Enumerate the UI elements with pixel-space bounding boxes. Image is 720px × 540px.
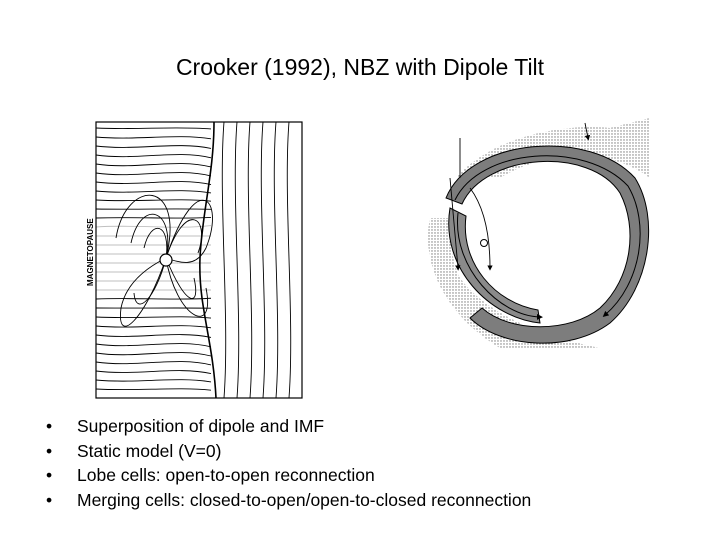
diagram-frame <box>95 121 303 399</box>
bullet-dot: • <box>46 465 53 485</box>
center-marker <box>480 239 488 247</box>
imf-field-line <box>96 145 212 149</box>
imf-field-line <box>96 199 212 202</box>
imf-field-line <box>96 361 212 366</box>
imf-field-line <box>96 370 212 374</box>
imf-field-line <box>96 181 212 185</box>
imf-field-line <box>96 154 212 159</box>
outer-band <box>445 145 650 344</box>
imf-field-line <box>96 163 212 168</box>
bullet-text: Static model (V=0) <box>77 440 222 461</box>
imf-field-line <box>96 334 212 338</box>
bullet-text: Lobe cells: open-to-open reconnection <box>77 465 375 485</box>
bullet-dot: • <box>46 489 53 510</box>
imf-field-line <box>96 127 212 130</box>
imf-field-line <box>96 352 212 357</box>
magnetopause-label: MAGNETOPAUSE <box>86 218 95 286</box>
magnetopause-line <box>199 122 217 398</box>
bullet-list: • Superposition of dipole and IMF • Static… <box>46 414 531 512</box>
imf-field-line <box>96 388 212 391</box>
imf-field-line <box>96 172 212 177</box>
imf-field-line <box>96 316 212 319</box>
bullet-dot: • <box>46 440 53 461</box>
bullet-item: • Merging cells: closed-to-open/open-to-c… <box>46 488 531 513</box>
field-lines <box>96 122 292 398</box>
imf-field-line <box>96 216 212 219</box>
dipole-imf-diagram: MAGNETOPAUSE <box>86 121 303 399</box>
convection-cells-diagram <box>428 118 650 348</box>
imf-field-line <box>96 190 212 194</box>
sheath-field-line <box>247 122 253 398</box>
sheath-field-line <box>221 122 227 398</box>
sheath-field-line <box>273 122 279 398</box>
imf-field-line <box>96 225 212 228</box>
imf-field-line <box>96 343 212 348</box>
imf-field-line <box>96 379 212 383</box>
imf-field-line <box>96 136 212 140</box>
bullet-dot: • <box>46 416 53 436</box>
imf-field-line <box>96 325 212 329</box>
bullet-item: • Lobe cells: open-to-open reconnection <box>46 463 531 488</box>
bullet-item: • Superposition of dipole and IMF <box>46 414 531 439</box>
sheath-field-line <box>260 122 266 398</box>
slide-title: Crooker (1992), NBZ with Dipole Tilt <box>175 54 545 80</box>
imf-field-line <box>96 297 212 300</box>
sheath-field-line <box>234 122 240 398</box>
sheath-field-line <box>286 122 292 398</box>
bullet-text: Merging cells: closed-to-open/open-to-cl… <box>77 489 532 510</box>
stippled-region-lower <box>428 218 600 348</box>
bullet-text: Superposition of dipole and IMF <box>77 416 325 436</box>
bullet-item: • Static model (V=0) <box>46 439 531 464</box>
